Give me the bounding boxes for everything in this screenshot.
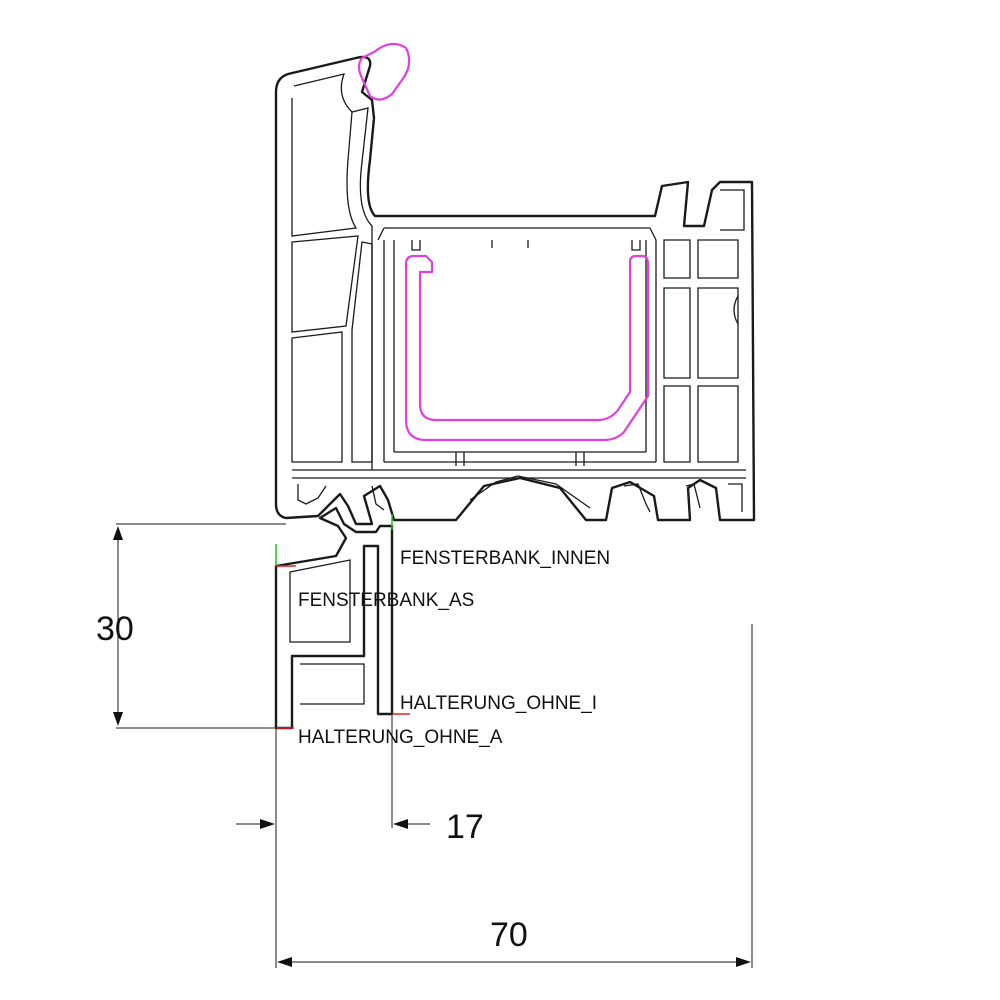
dimension-width-value: 70 [490,916,528,954]
steel-reinforcement [404,254,650,442]
dimension-offset-value: 17 [446,808,484,846]
dimension-width [277,624,753,968]
label-halterung-ohne-i: HALTERUNG_OHNE_I [400,693,597,714]
gasket [357,42,411,101]
bottom-grooves [297,475,743,513]
main-chamber [383,240,657,463]
chamber-teeth [411,240,641,466]
frame-inner-wall [293,73,373,470]
dimension-height-value: 30 [96,610,134,648]
dimension-offset [236,714,430,968]
rebate-line [377,227,657,241]
left-chambers [291,98,373,463]
label-halterung-ohne-a: HALTERUNG_OHNE_A [298,727,503,748]
right-chambers [663,189,745,463]
dimension-height [113,523,286,729]
label-fensterbank-innen: FENSTERBANK_INNEN [400,548,610,569]
reference-markers [275,514,410,729]
frame-profile [274,55,756,526]
bottom-wall [292,469,746,479]
right-notch [733,295,739,325]
sill-adapter-profile [274,506,394,730]
frame-outer-contour [274,55,756,526]
label-fensterbank-as: FENSTERBANK_AS [298,590,474,611]
